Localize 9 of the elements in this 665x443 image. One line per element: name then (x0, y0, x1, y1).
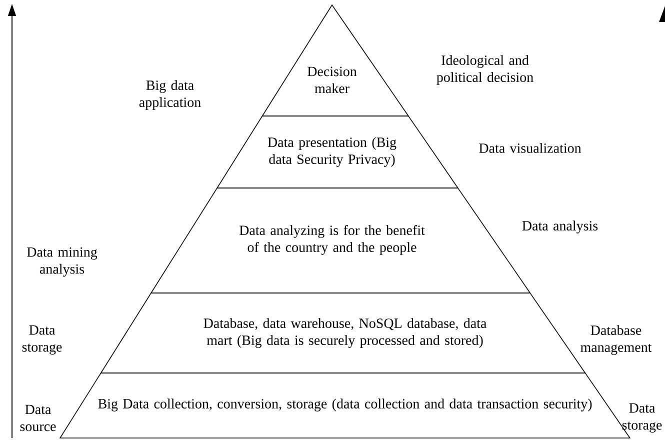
side-label: Data storage (622, 403, 662, 433)
side-label: Ideological and political decision (436, 55, 534, 85)
side-label: Data storage (22, 325, 62, 355)
side-label: Big data application (139, 80, 201, 110)
side-label: Data analysis (522, 220, 598, 234)
side-label: Database management (580, 325, 652, 355)
side-label: Data visualization (479, 143, 582, 153)
side-label: Data mining analysis (27, 247, 98, 277)
pyramid-layer: Data presentation (Big data Security Privacy) (216, 116, 459, 188)
